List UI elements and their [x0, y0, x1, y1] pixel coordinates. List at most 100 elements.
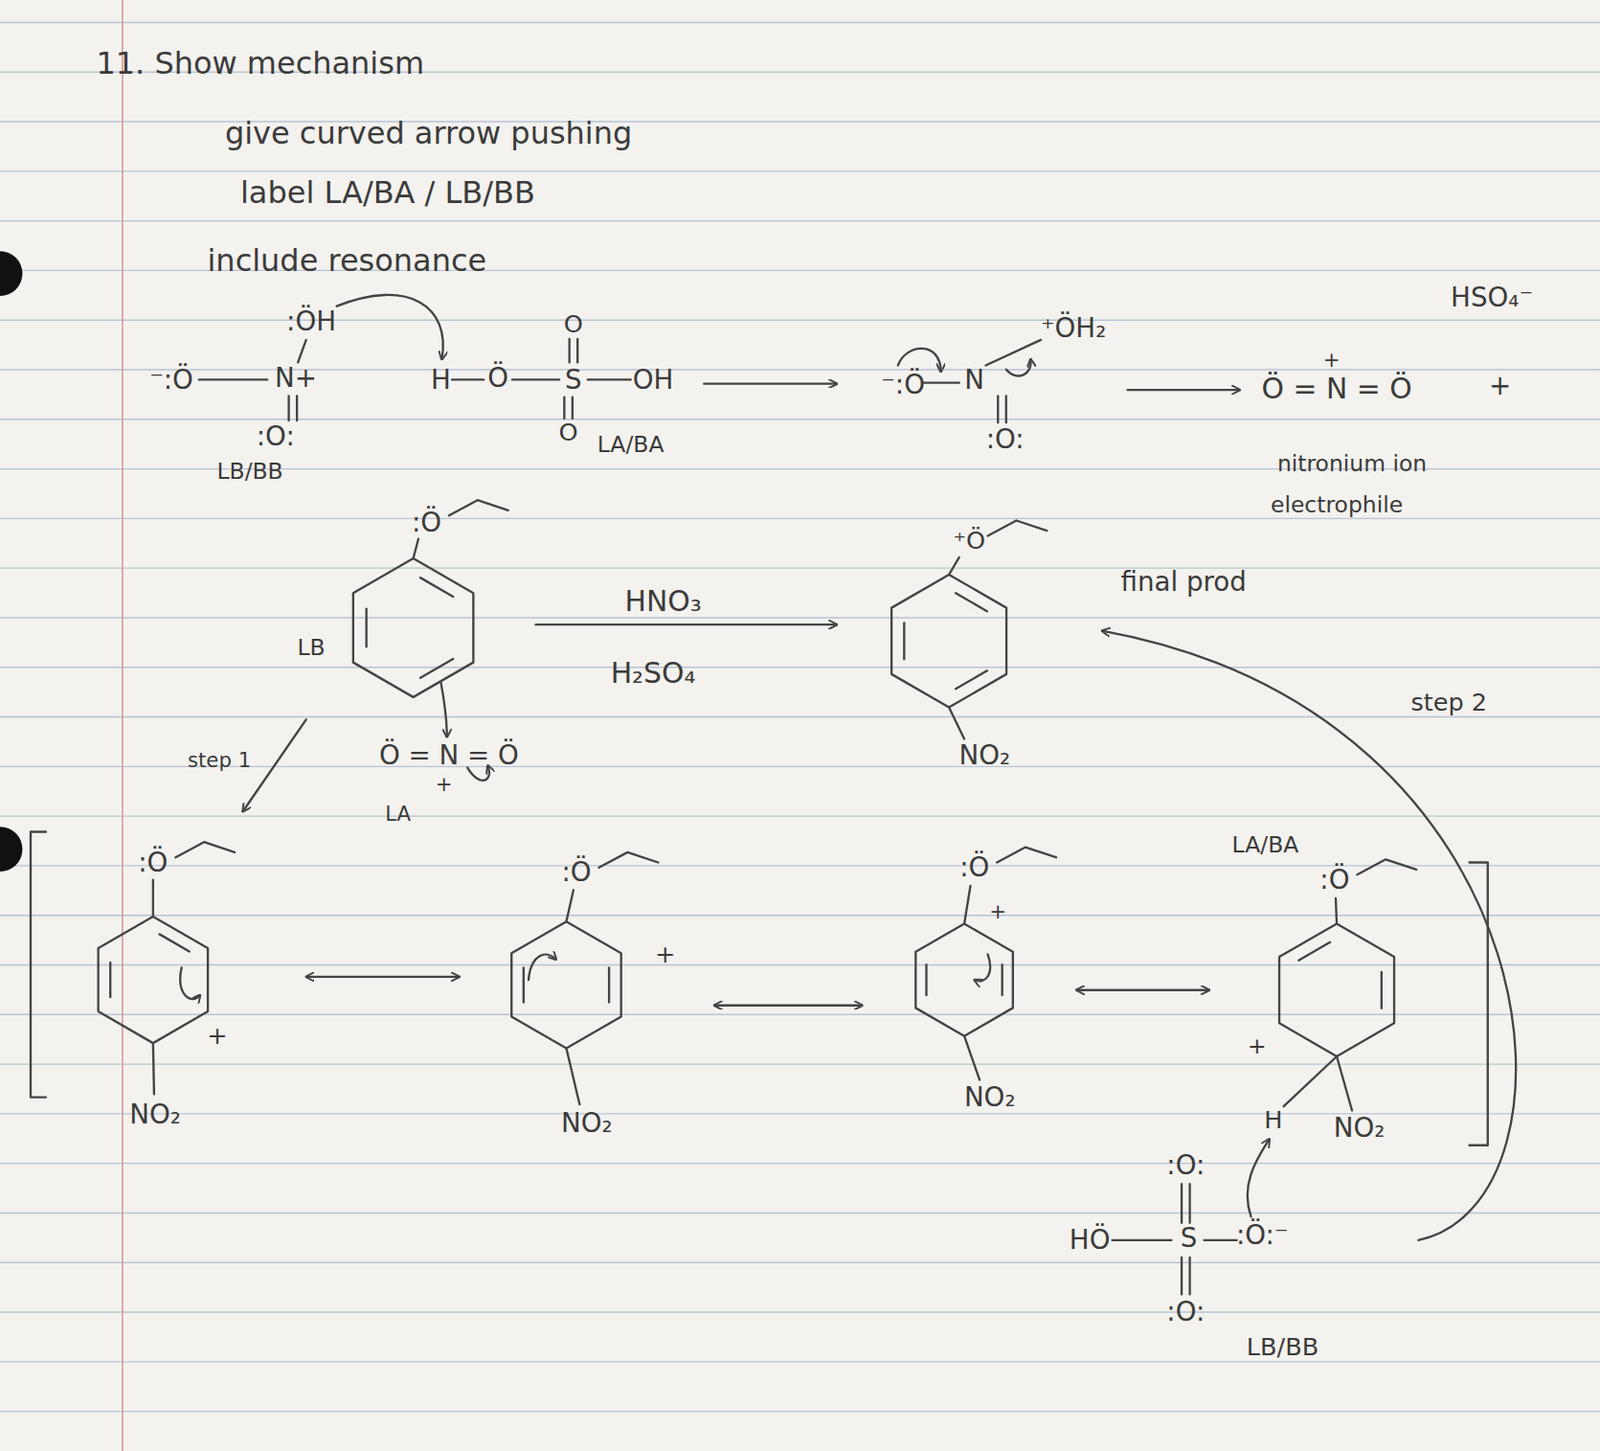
charge-sign: + — [435, 772, 453, 795]
atom-label: OH — [632, 364, 675, 394]
ethyl-chain — [599, 852, 659, 868]
ruled-line — [0, 418, 1600, 420]
ring-double-bond — [159, 933, 190, 951]
single-bond — [512, 378, 560, 381]
ring-double-bond — [420, 577, 453, 597]
double-bond — [571, 397, 574, 419]
curved-arrow — [440, 681, 447, 738]
step-arrow — [243, 719, 307, 812]
group-label: NO₂ — [561, 1107, 613, 1137]
ruled-line — [0, 864, 1600, 866]
single-bond — [565, 889, 573, 922]
single-bond — [964, 885, 970, 924]
ruled-line — [0, 319, 1600, 321]
role-label: LB — [296, 635, 325, 661]
single-bond — [1336, 1056, 1353, 1110]
instruction: label LA/BA / LB/BB — [240, 175, 536, 209]
curved-arrow — [1006, 359, 1032, 376]
role-label: LB/BB — [216, 458, 283, 484]
atom-label: N+ — [274, 362, 317, 392]
ruled-line — [0, 1162, 1600, 1164]
atom-label: :Ö — [959, 853, 990, 882]
double-bond — [1180, 1257, 1183, 1294]
ruled-line — [0, 814, 1600, 816]
ethyl-chain — [988, 520, 1048, 537]
role-label: LB/BB — [1246, 1333, 1320, 1361]
double-bond — [287, 395, 290, 421]
group-label: NO₂ — [964, 1081, 1016, 1111]
ring-double-bond — [955, 670, 988, 689]
curved-arrow — [337, 294, 444, 360]
ethyl-chain — [1356, 858, 1417, 875]
single-bond — [565, 1047, 580, 1105]
instruction: include resonance — [206, 243, 487, 277]
ruled-line — [0, 964, 1600, 966]
atom-label: ⁺ÖH₂ — [1040, 314, 1106, 343]
title: 11. Show mechanism — [95, 45, 425, 80]
ruled-line — [0, 1310, 1600, 1312]
atom-label: ⁻:Ö — [880, 370, 925, 400]
ring-double-bond — [608, 967, 610, 1002]
atom-label: Ö — [487, 362, 509, 392]
benzene-ring — [915, 923, 1014, 1036]
curved-arrow — [974, 953, 991, 981]
charge-sign: + — [206, 1022, 227, 1050]
note: nitronium ion — [1277, 451, 1427, 477]
double-bond — [996, 395, 999, 423]
double-bond — [576, 338, 579, 363]
resonance-arrow — [714, 1004, 863, 1007]
step-label: step 2 — [1410, 688, 1488, 716]
ruled-line — [0, 368, 1600, 370]
atom-label: :O: — [1166, 1296, 1205, 1326]
resonance-arrow — [306, 975, 460, 978]
benzene-ring — [98, 916, 208, 1043]
bracket — [30, 832, 46, 1098]
role-label: LA/BA — [1232, 833, 1300, 858]
single-bond — [1335, 898, 1337, 924]
reaction-arrow — [535, 623, 836, 626]
atom-label: :Ö:⁻ — [1236, 1219, 1289, 1249]
ring-double-bond — [420, 658, 453, 678]
benzene-ring — [891, 574, 1007, 708]
ruled-line — [0, 914, 1600, 916]
single-bond — [1112, 1239, 1172, 1241]
atom-label: :Ö — [411, 507, 442, 537]
atom-label: O — [559, 419, 579, 447]
ion-formula: HSO₄⁻ — [1450, 283, 1533, 313]
charge-sign: + — [1323, 347, 1341, 370]
curved-arrow — [180, 967, 201, 999]
double-bond — [1188, 1183, 1191, 1222]
group-label: NO₂ — [959, 740, 1012, 769]
ring-double-bond — [109, 962, 112, 997]
ruled-line — [0, 220, 1600, 222]
ring-double-bond — [955, 592, 988, 611]
curved-arrow — [898, 348, 942, 372]
ruled-line — [0, 518, 1600, 519]
single-bond — [413, 539, 419, 559]
ruled-line — [0, 22, 1600, 23]
single-bond — [948, 707, 965, 740]
ruled-line — [0, 1062, 1600, 1064]
ethyl-chain — [449, 499, 509, 516]
single-bond — [451, 378, 484, 381]
ruled-line — [0, 1014, 1600, 1015]
resonance-arrow — [1076, 989, 1210, 992]
atom-label: :Ö — [137, 847, 168, 877]
ruled-line — [0, 1410, 1600, 1412]
ring-double-bond — [1298, 942, 1330, 961]
group-label: NO₂ — [1333, 1112, 1386, 1142]
ruled-line — [0, 566, 1600, 568]
atom-label: :Ö — [1319, 864, 1350, 894]
punch-hole — [0, 250, 23, 296]
reagent: HNO₃ — [625, 585, 702, 618]
double-bond — [567, 338, 570, 363]
step-label: step 1 — [187, 748, 251, 771]
atom-label: :O: — [986, 424, 1025, 453]
punch-hole — [0, 826, 23, 872]
ruled-line — [0, 1261, 1600, 1263]
benzene-ring — [511, 921, 621, 1048]
plus-sign: + — [1488, 371, 1511, 401]
